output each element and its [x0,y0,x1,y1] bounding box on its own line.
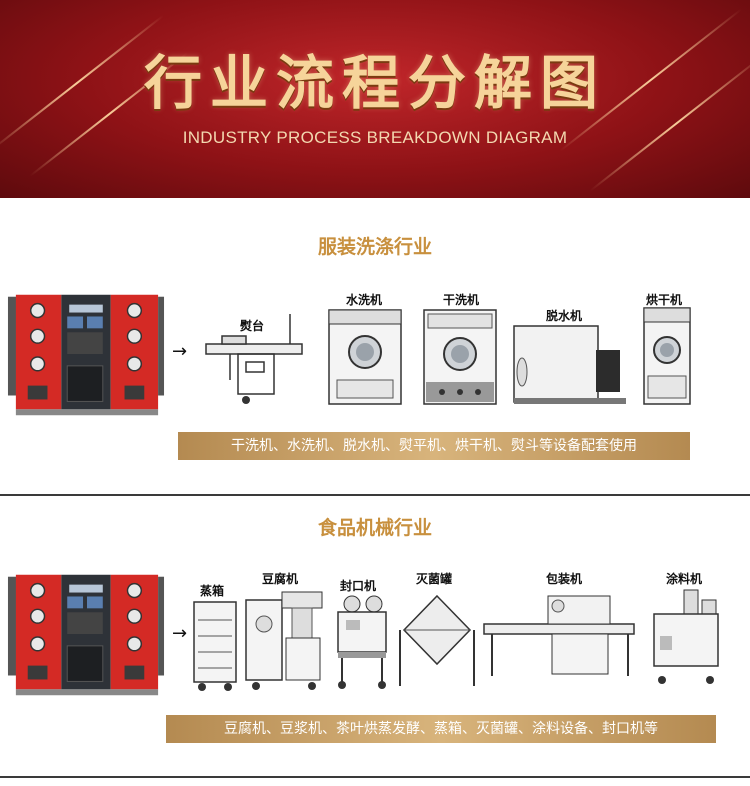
page-title: 行业流程分解图 [143,49,606,117]
tofu-machine-icon [245,591,323,690]
machine-label: 灭菌罐 [416,572,453,586]
machine-label: 水洗机 [346,293,383,307]
machine-label: 包装机 [546,572,583,586]
machine-label: 脱水机 [546,309,583,323]
sealing-machine-icon [337,595,387,689]
steam-generator-icon [7,574,165,696]
tumble-dryer-icon [643,307,691,405]
extractor-icon [513,325,626,404]
caption-bar-laundry: 干洗机、水洗机、脱水机、熨平机、烘干机、熨斗等设备配套使用 [178,432,690,460]
machine-label: 熨台 [240,319,265,333]
coating-machine-icon [653,589,719,684]
machine-label: 豆腐机 [262,572,299,586]
page-subtitle: INDUSTRY PROCESS BREAKDOWN DIAGRAM [182,128,568,147]
machine-label: 干洗机 [443,293,480,307]
ironing-table-icon [205,314,303,404]
section-title-laundry: 服装洗涤行业 [317,236,432,258]
dry-cleaning-machine-icon [423,309,497,405]
machine-label: 封口机 [340,579,377,593]
caption-bar-food: 豆腐机、豆浆机、茶叶烘蒸发酵、蒸箱、灭菌罐、涂料设备、封口机等 [166,715,716,743]
section-divider [0,776,750,778]
washing-machine-icon [328,309,402,405]
section-title-food: 食品机械行业 [317,517,432,539]
machine-label: 涂料机 [666,572,703,586]
steam-generator-icon [7,294,165,416]
machine-label: 烘干机 [646,293,683,307]
steam-cabinet-icon [193,601,237,691]
packaging-machine-icon [483,595,635,676]
machine-label: 蒸箱 [200,584,225,598]
arrow-right-icon: → [172,341,188,362]
header-banner: 行业流程分解图 INDUSTRY PROCESS BREAKDOWN DIAGR… [0,0,750,198]
section-divider [0,494,750,496]
sterilizer-tank-icon [399,594,475,686]
arrow-right-icon: → [172,623,188,644]
